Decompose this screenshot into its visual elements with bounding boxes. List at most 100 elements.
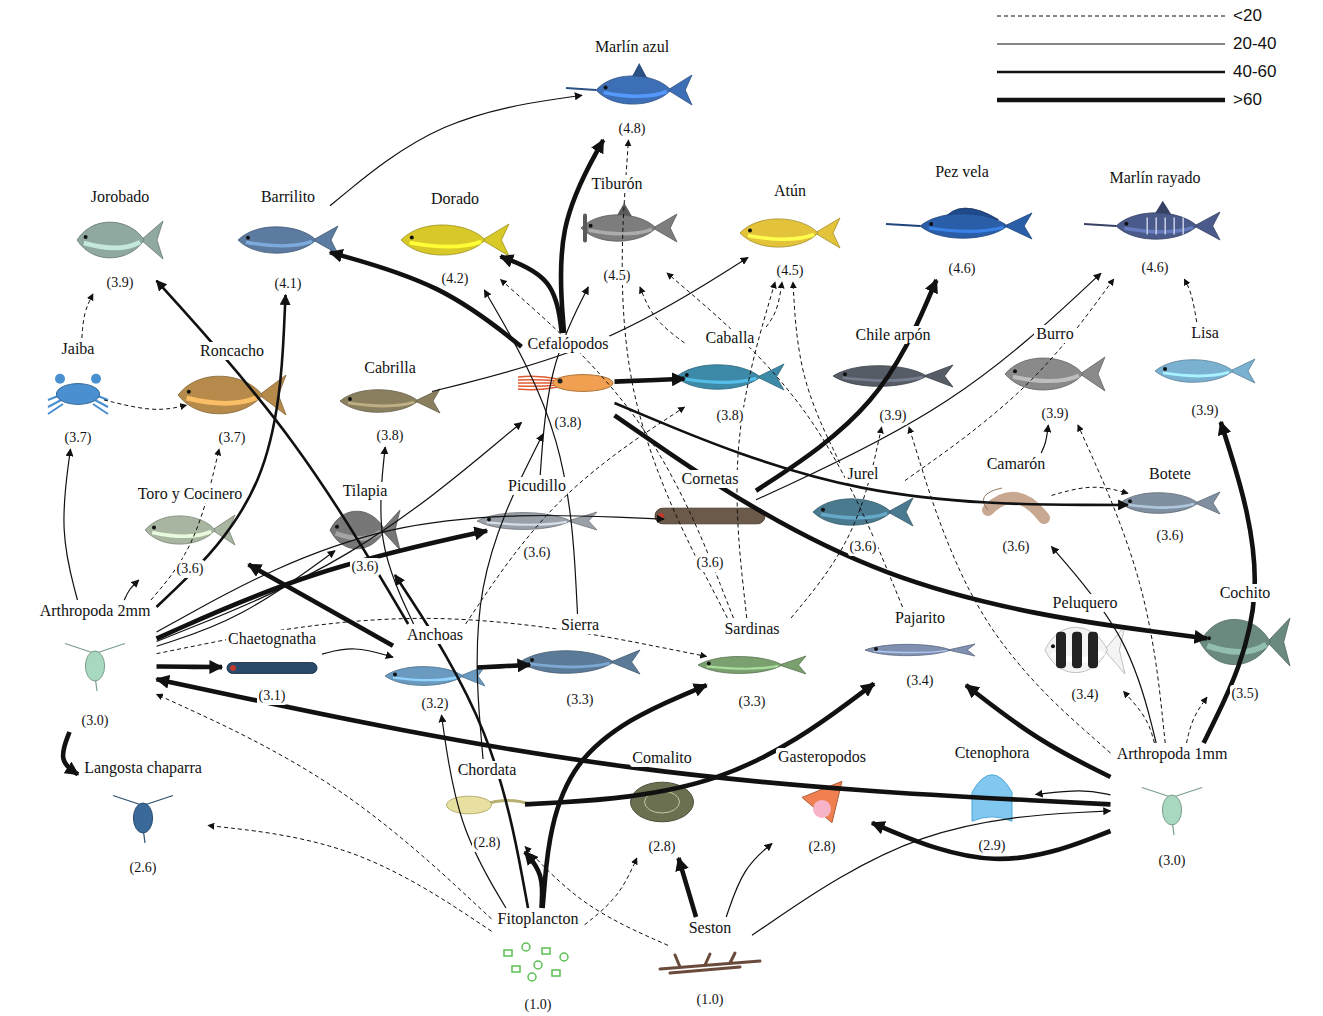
elongate-body — [655, 508, 765, 524]
feeding-link — [501, 256, 562, 333]
species-icon — [65, 644, 125, 692]
squid-eye — [558, 379, 563, 384]
fish-body — [1045, 627, 1107, 672]
species-name: Arthropoda 1mm — [1115, 745, 1230, 763]
legend-row: >60 — [995, 86, 1276, 114]
feeding-link — [752, 811, 1111, 935]
feeding-link — [157, 295, 286, 607]
feeding-link — [104, 400, 187, 409]
trophic-level: (3.9) — [1040, 405, 1071, 423]
legend-sample — [995, 62, 1227, 82]
species-name: Pez vela — [933, 163, 991, 181]
fish-body — [401, 225, 485, 255]
fish-belly — [1163, 372, 1229, 376]
feeding-link — [756, 273, 1101, 500]
phytoplankton-cell — [512, 966, 520, 972]
fish-body — [238, 227, 316, 253]
fish-body — [1005, 358, 1083, 390]
legend-sample — [995, 34, 1227, 54]
fish-eye — [1207, 636, 1211, 640]
trophic-level: (2.9) — [977, 837, 1008, 855]
species-name: Comalito — [630, 749, 694, 767]
species-node: Jurel(3.6) — [823, 465, 903, 556]
species-icon — [1120, 492, 1220, 514]
species-icon — [1142, 788, 1202, 836]
trophic-level: (3.3) — [737, 693, 768, 711]
fish-tail — [259, 375, 286, 415]
fish-belly — [929, 227, 1003, 231]
fish-eye — [410, 235, 414, 239]
tadpole-head — [447, 796, 492, 814]
species-node: Marlín rayado(4.6) — [1103, 169, 1207, 277]
body-band — [1072, 632, 1082, 668]
fish-body — [77, 222, 144, 258]
trophic-level: (3.6) — [522, 544, 553, 562]
feeding-link — [151, 449, 219, 600]
species-node: Sierra(3.3) — [532, 616, 628, 709]
bill — [1084, 224, 1116, 226]
species-icon — [48, 374, 108, 414]
fish-eye — [821, 508, 825, 512]
feeding-link — [756, 280, 936, 491]
trophic-level: (3.8) — [553, 414, 584, 432]
trophic-level: (4.5) — [775, 262, 806, 280]
fish-tail — [668, 75, 692, 105]
fish-body — [1200, 619, 1270, 664]
species-node: Tilapia(3.6) — [337, 482, 393, 576]
copepod-body — [85, 651, 104, 681]
fish-eye — [1163, 367, 1167, 371]
feeding-link — [208, 825, 492, 931]
hammer-head — [583, 215, 587, 240]
fish-belly — [530, 663, 610, 667]
species-node: Pajarito(3.4) — [876, 609, 964, 690]
fish-eye — [1051, 644, 1055, 648]
species-icon — [698, 656, 806, 674]
species-node: Seston(1.0) — [670, 919, 750, 1009]
fish-belly — [487, 522, 567, 525]
legend-label: >60 — [1233, 90, 1262, 110]
fish-eye — [604, 86, 608, 90]
fish-eye — [187, 390, 191, 394]
feeding-link — [381, 447, 414, 624]
fish-body — [596, 76, 671, 104]
trophic-level: (1.0) — [523, 996, 554, 1014]
legend-label: 40-60 — [1233, 62, 1276, 82]
species-name: Cefalópodos — [526, 335, 611, 353]
fish-tail — [948, 644, 975, 656]
detritus — [660, 953, 760, 973]
species-node: Burro(3.9) — [1015, 325, 1095, 423]
species-node: Barrilito(4.1) — [248, 188, 328, 293]
fish-belly — [393, 677, 459, 680]
fish-eye — [246, 236, 250, 240]
legend-line — [997, 16, 1225, 17]
species-icon — [77, 221, 163, 259]
trophic-level: (3.6) — [695, 554, 726, 572]
fish-eye — [748, 229, 752, 233]
feeding-link — [640, 287, 685, 343]
species-name: Marlín rayado — [1107, 169, 1202, 187]
feeding-link — [615, 379, 685, 382]
species-node: Peluquero(3.4) — [1049, 594, 1122, 704]
feeding-link — [678, 858, 696, 917]
fish-body — [698, 657, 782, 674]
fish-tail — [1194, 212, 1220, 240]
crab-leg — [48, 404, 63, 414]
fish-belly — [589, 229, 652, 233]
species-name: Chaetognatha — [226, 630, 318, 648]
crab-shell — [56, 384, 99, 405]
phytoplankton-cell — [522, 943, 530, 951]
fish-belly — [187, 397, 259, 403]
species-node: Jaiba(3.7) — [54, 340, 102, 447]
legend: <2020-4040-60>60 — [995, 2, 1276, 114]
fish-tail — [1195, 492, 1220, 514]
species-icon — [581, 203, 677, 242]
shell-lip — [813, 800, 831, 818]
species-node: Roncacho(3.7) — [189, 342, 276, 447]
trophic-level: (3.6) — [848, 538, 879, 556]
phytoplankton-cell — [542, 948, 550, 954]
species-name: Botete — [1147, 465, 1193, 483]
feeding-link — [1184, 279, 1196, 322]
species-node: Pez vela(4.6) — [906, 163, 1018, 278]
